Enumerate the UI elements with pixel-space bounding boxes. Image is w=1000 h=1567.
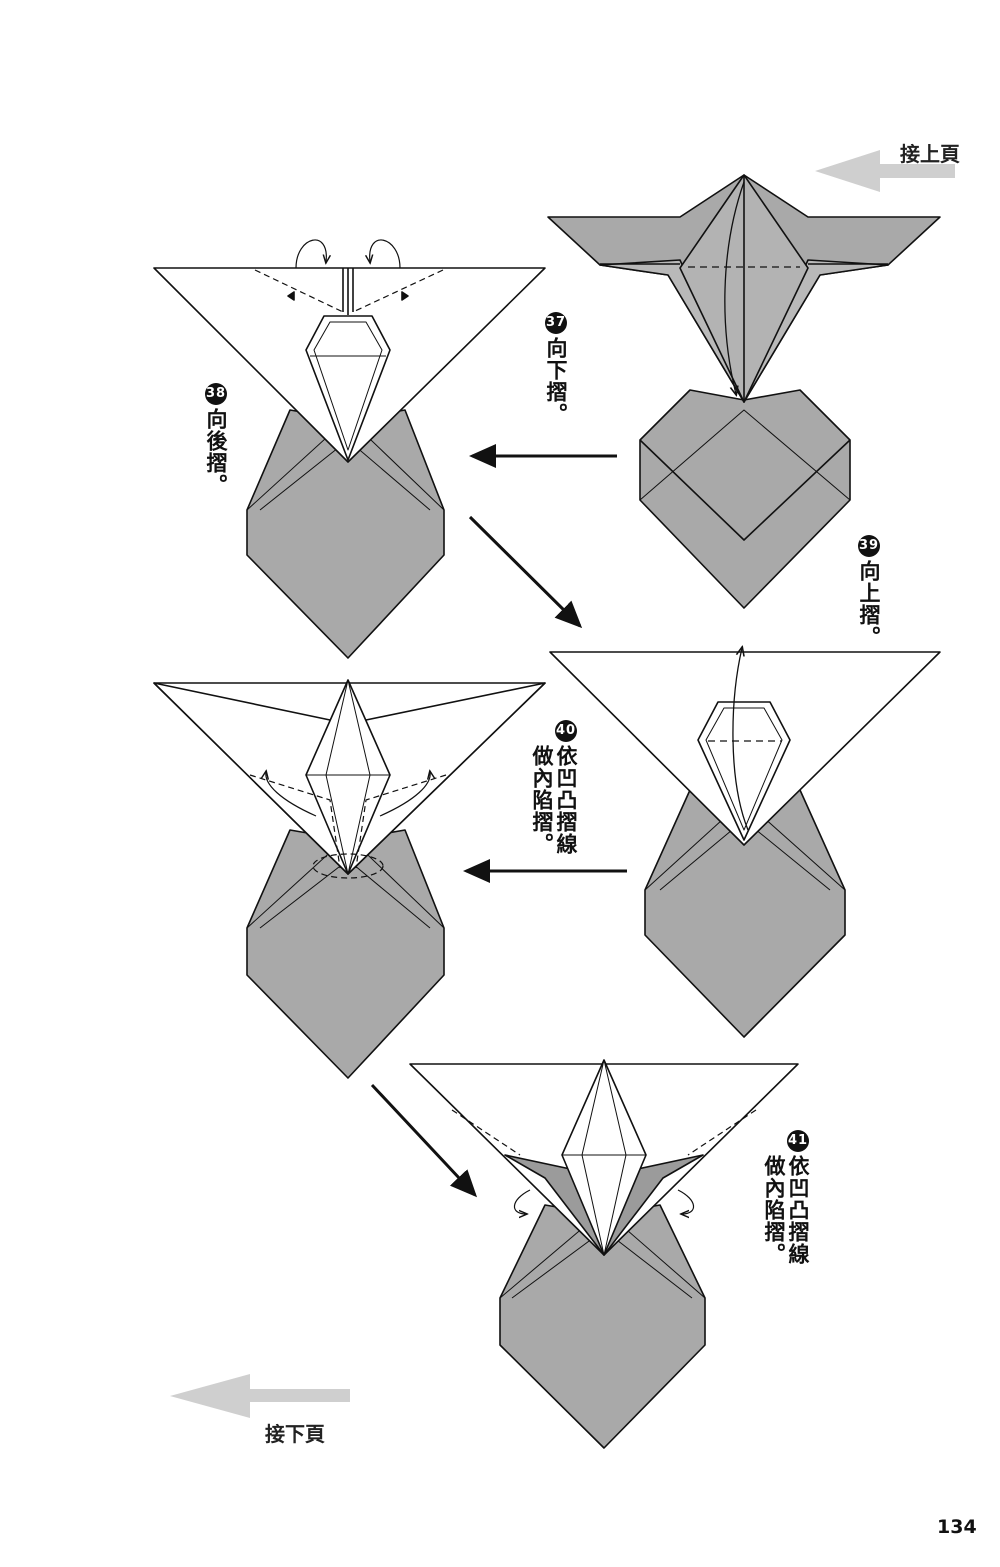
step-39-diagram (549, 648, 941, 1038)
step-number-badge: 37 (545, 312, 567, 334)
continued-from-label: 接上頁 (900, 142, 960, 166)
step-37-label: 37 向下摺。 (544, 312, 568, 425)
step-instruction: 向上摺 (857, 560, 881, 626)
step-37-diagram (547, 174, 941, 609)
step-instruction-end: 。 (204, 474, 228, 496)
flow-arrow-40-41 (370, 1083, 478, 1198)
continued-to-label: 接下頁 (265, 1422, 325, 1446)
step-number-badge: 39 (858, 535, 880, 557)
step-instruction: 向下摺 (544, 337, 568, 403)
step-40-diagram (153, 679, 546, 1079)
flow-arrow-38-39 (468, 515, 583, 629)
step-39-label: 39 向上摺。 (857, 535, 881, 648)
step-number-badge: 40 (555, 720, 577, 742)
step-instruction-line-2: 做內陷摺。 (530, 745, 554, 855)
step-41-label: 41 依凹凸摺線 做內陷摺。 (762, 1130, 810, 1265)
step-instruction-line-1: 依凹凸摺線 (786, 1155, 810, 1265)
step-instruction-end: 。 (544, 403, 568, 425)
continued-to-arrow (170, 1374, 350, 1418)
step-instruction-line-2: 做內陷摺。 (762, 1155, 786, 1265)
step-38-diagram (153, 239, 546, 659)
step-instruction: 向後摺 (204, 408, 228, 474)
step-instruction-end: 。 (857, 626, 881, 648)
step-41-diagram (409, 1059, 799, 1449)
step-instruction-line-1: 依凹凸摺線 (554, 745, 578, 855)
step-38-label: 38 向後摺。 (204, 383, 228, 496)
step-number-badge: 41 (787, 1130, 809, 1152)
continued-from-arrow (815, 150, 955, 192)
step-number-badge: 38 (205, 383, 227, 405)
step-40-label: 40 依凹凸摺線 做內陷摺。 (530, 720, 578, 855)
page-number: 134 (937, 1516, 977, 1538)
